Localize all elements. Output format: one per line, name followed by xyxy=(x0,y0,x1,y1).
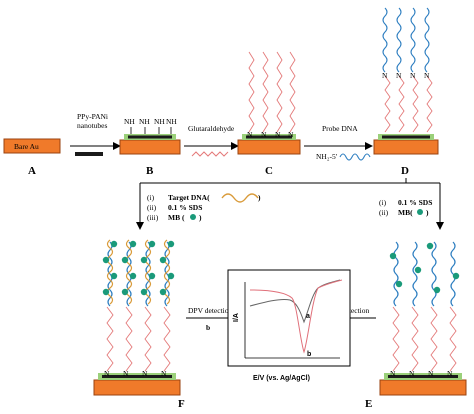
electrode-b: NH NH NH NH xyxy=(119,117,181,155)
nh-label: NH xyxy=(166,117,177,126)
svg-text:0.1 % SDS: 0.1 % SDS xyxy=(168,203,202,212)
step-label-d: D xyxy=(401,165,409,177)
methylene-blue-dot-icon xyxy=(389,242,460,294)
svg-text:Target DNA(: Target DNA( xyxy=(168,193,210,202)
svg-text:MB(: MB( xyxy=(398,208,413,217)
nh-label: NH xyxy=(139,117,150,126)
step-label-b: B xyxy=(146,165,154,177)
n-label: N xyxy=(409,369,415,378)
nh-label: NH xyxy=(124,117,135,126)
electrode-c: N N N N xyxy=(237,51,301,155)
nh-label: NH xyxy=(154,117,165,126)
n-label: N xyxy=(288,130,294,139)
target-dna-icon xyxy=(221,193,259,203)
bare-electrode: Bare Au xyxy=(3,138,61,154)
step-label-c: C xyxy=(265,165,273,177)
svg-text:): ) xyxy=(258,193,261,202)
n-label: N xyxy=(428,369,434,378)
n-label: N xyxy=(247,130,253,139)
n-label: N xyxy=(390,369,396,378)
right-branch-steps: (i) 0.1 % SDS (ii) MB( ) xyxy=(379,198,432,217)
curve-a-label: a xyxy=(306,313,310,320)
probe-dna-label: Probe DNA xyxy=(322,124,358,133)
bare-au-label: Bare Au xyxy=(14,142,39,151)
n-label: N xyxy=(382,71,388,80)
probe-dna-icon xyxy=(339,153,371,161)
plot-xlabel: E/V (vs. Ag/AgCl) xyxy=(253,375,310,382)
glutaraldehyde-chain-icon xyxy=(191,151,229,157)
svg-text:(ii): (ii) xyxy=(379,208,389,217)
nanotube-sample-icon xyxy=(75,152,103,156)
n-label: N xyxy=(261,130,267,139)
nanotube-label-1: PPy-PANi xyxy=(77,112,108,121)
curve-b-label: b xyxy=(307,351,311,358)
electrode-f: N N N N xyxy=(93,239,181,396)
n-label: N xyxy=(410,71,416,80)
dpv-plot: I/A E/V (vs. Ag/AgCl) a b xyxy=(227,269,351,382)
svg-text:): ) xyxy=(199,213,202,222)
svg-text:(i): (i) xyxy=(147,193,155,202)
n-label: N xyxy=(142,369,148,378)
dpv-label-left: DPV detection xyxy=(188,306,232,315)
n-label: N xyxy=(447,369,453,378)
methylene-blue-dot-icon xyxy=(190,214,196,220)
n-label: N xyxy=(123,369,129,378)
step-label-e: E xyxy=(365,398,372,410)
step-label-a: A xyxy=(28,165,36,177)
n-label: N xyxy=(424,71,430,80)
svg-text:(ii): (ii) xyxy=(147,203,157,212)
n-label: N xyxy=(161,369,167,378)
n-label: N xyxy=(275,130,281,139)
svg-text:0.1 % SDS: 0.1 % SDS xyxy=(398,198,432,207)
svg-text:MB (: MB ( xyxy=(168,213,185,222)
curve-b xyxy=(249,279,343,354)
left-branch-steps: (i) Target DNA( ) (ii) 0.1 % SDS (iii) M… xyxy=(147,193,261,222)
n-label: N xyxy=(104,369,110,378)
electrode-e: N N N N xyxy=(379,241,467,396)
dpv-tag-b: b xyxy=(206,323,210,332)
plot-ylabel: I/A xyxy=(233,313,240,322)
svg-text:): ) xyxy=(426,208,429,217)
step-label-f: F xyxy=(178,398,185,410)
methylene-blue-dot-icon xyxy=(417,209,423,215)
electrode-d: N N N N xyxy=(373,7,439,155)
nanotube-label-2: nanotubes xyxy=(77,121,107,130)
probe-terminus-label: NH₂-5' xyxy=(316,152,338,161)
svg-text:(i): (i) xyxy=(379,198,387,207)
glutaraldehyde-label: Glutaraldehyde xyxy=(188,124,235,133)
curve-a xyxy=(249,279,341,324)
branch-connector xyxy=(136,178,444,230)
n-label: N xyxy=(396,71,402,80)
methylene-blue-dot-icon xyxy=(102,240,175,296)
svg-text:(iii): (iii) xyxy=(147,213,159,222)
